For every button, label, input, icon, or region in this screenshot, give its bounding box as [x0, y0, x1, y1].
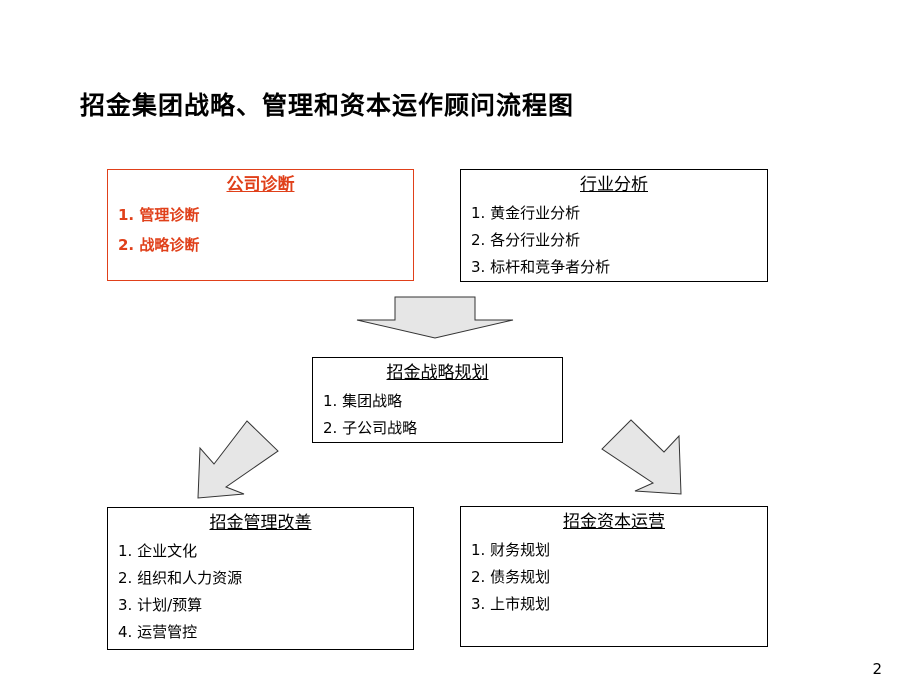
strategy-title: 招金战略规划	[386, 363, 489, 383]
management-item: 4. 运营管控	[118, 623, 198, 641]
management-item: 1. 企业文化	[118, 542, 198, 560]
industry-item: 1. 黄金行业分析	[471, 204, 581, 222]
capital-item: 2. 债务规划	[471, 568, 551, 586]
capital-item: 1. 财务规划	[471, 541, 551, 559]
strategy-item: 1. 集团战略	[323, 392, 403, 410]
capital-box: 招金资本运营 1. 财务规划 2. 债务规划 3. 上市规划	[460, 506, 768, 647]
management-item: 3. 计划/预算	[118, 596, 203, 614]
down-arrow	[356, 296, 514, 339]
industry-title: 行业分析	[580, 175, 648, 195]
management-box: 招金管理改善 1. 企业文化 2. 组织和人力资源 3. 计划/预算 4. 运营…	[107, 507, 414, 650]
down-left-arrow	[197, 420, 279, 499]
capital-title: 招金资本运营	[563, 512, 665, 532]
down-right-arrow	[601, 419, 682, 495]
capital-item: 3. 上市规划	[471, 595, 551, 613]
diagnosis-item: 1. 管理诊断	[118, 206, 200, 224]
strategy-box: 招金战略规划 1. 集团战略 2. 子公司战略	[312, 357, 563, 443]
diagnosis-box: 公司诊断 1. 管理诊断 2. 战略诊断	[107, 169, 414, 281]
industry-item: 2. 各分行业分析	[471, 231, 581, 249]
diagnosis-item: 2. 战略诊断	[118, 236, 200, 254]
strategy-item: 2. 子公司战略	[323, 419, 418, 437]
management-title: 招金管理改善	[209, 513, 312, 533]
page-title: 招金集团战略、管理和资本运作顾问流程图	[80, 91, 575, 120]
management-item: 2. 组织和人力资源	[118, 569, 243, 587]
industry-box: 行业分析 1. 黄金行业分析 2. 各分行业分析 3. 标杆和竞争者分析	[460, 169, 768, 282]
industry-item: 3. 标杆和竞争者分析	[471, 258, 611, 276]
page-number: 2	[872, 660, 882, 678]
diagnosis-title: 公司诊断	[226, 175, 295, 195]
